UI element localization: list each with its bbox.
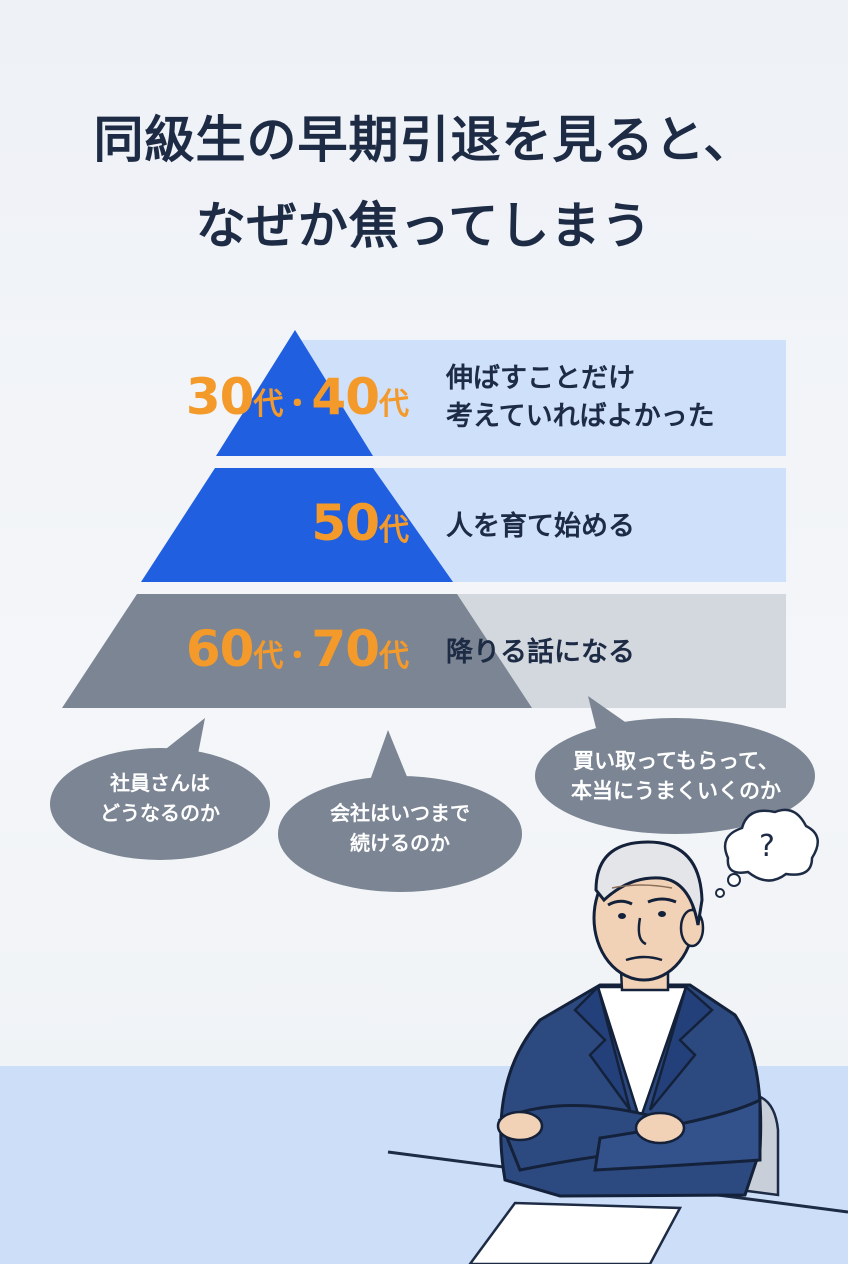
speech-bubble-2 <box>368 730 410 786</box>
question-cloud-icon: ? <box>715 808 819 898</box>
pyramid-tier-bottom <box>62 594 532 708</box>
speech-bubble-3-text: 買い取ってもらって、 本当にうまくいくのか <box>571 749 781 803</box>
tier-description-30-40: 伸ばすことだけ 考えていればよかった <box>446 363 715 432</box>
speech-bubble-2-text: 会社はいつまで 続けるのか <box>330 801 470 855</box>
speech-bubble-1 <box>162 718 205 754</box>
businessman-icon <box>496 840 763 1198</box>
tier-description-60-70: 降りる話になる <box>446 637 635 668</box>
tier-description-50: 人を育て始める <box>446 511 635 542</box>
speech-bubble-1-text: 社員さんは どうなるのか <box>100 771 220 825</box>
speech-bubble-2-body <box>278 776 522 892</box>
pyramid-tier-top <box>216 330 373 456</box>
question-mark: ? <box>759 829 775 864</box>
tier-age-label-60-70: 60代・70代 <box>185 620 409 678</box>
speech-bubble-3 <box>588 696 628 728</box>
speech-bubble-1-body <box>50 748 270 860</box>
title-line-1: 同級生の早期引退を見ると、 <box>93 111 755 169</box>
speech-bubble-3-body <box>535 718 815 834</box>
tier-age-label-30-40: 30代・40代 <box>185 368 409 426</box>
tier-age-label-50: 50代 <box>311 494 409 552</box>
pyramid-tier-middle <box>141 468 453 582</box>
title-line-2: なぜか焦ってしまう <box>195 197 653 255</box>
paper-sheet <box>468 1201 683 1264</box>
tier-band-30-40 <box>290 340 786 456</box>
